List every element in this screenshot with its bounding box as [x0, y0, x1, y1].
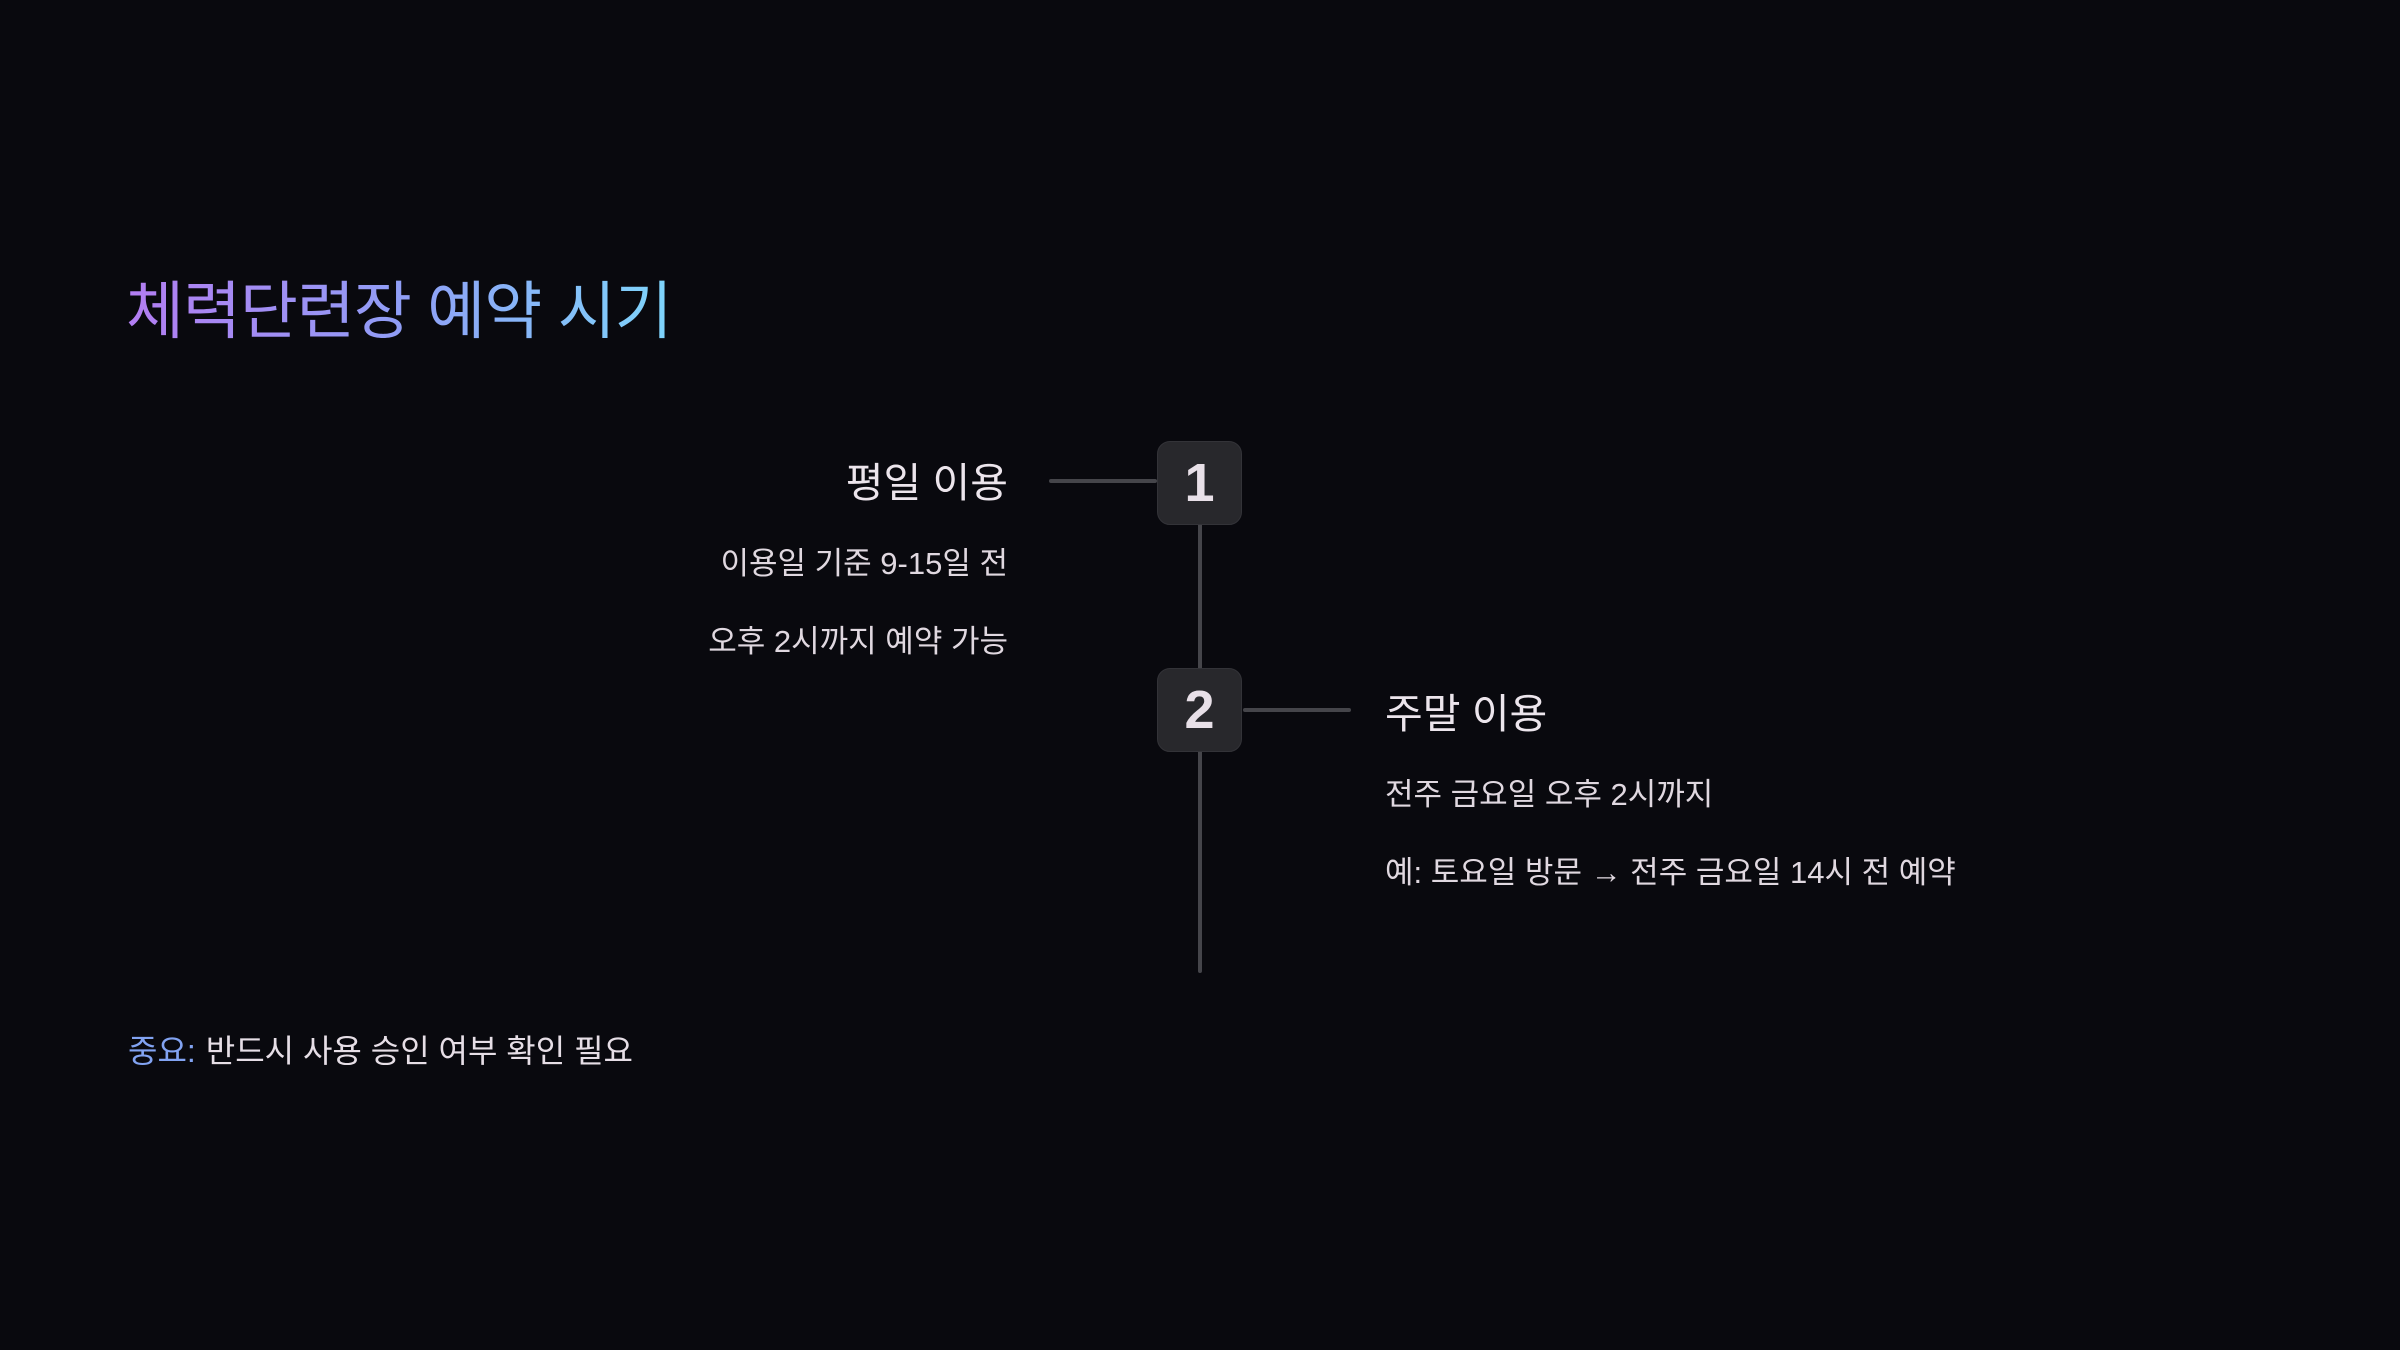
step2-number: 2	[1184, 680, 1215, 740]
step1-text-block: 평일 이용 이용일 기준 9-15일 전 오후 2시까지 예약 가능	[708, 459, 1008, 661]
step1-connector-line	[1049, 479, 1157, 483]
important-note-label: 중요:	[128, 1033, 196, 1069]
step2-title: 주말 이용	[1385, 691, 1548, 737]
step1-number: 1	[1184, 453, 1215, 513]
step1-detail-1: 이용일 기준 9-15일 전	[720, 546, 1008, 581]
important-note: 중요:반드시 사용 승인 여부 확인 필요	[128, 1030, 633, 1072]
step1-detail-2: 오후 2시까지 예약 가능	[708, 624, 1008, 659]
step2-detail-1: 전주 금요일 오후 2시까지	[1385, 777, 1714, 812]
step2-text-block: 주말 이용 전주 금요일 오후 2시까지 예: 토요일 방문 → 전주 금요일 …	[1385, 690, 1956, 892]
page-title: 체력단련장 예약 시기	[126, 274, 673, 351]
step2-number-badge: 2	[1157, 668, 1242, 752]
step2-detail-2: 예: 토요일 방문 → 전주 금요일 14시 전 예약	[1385, 855, 1956, 890]
important-note-text: 반드시 사용 승인 여부 확인 필요	[205, 1033, 633, 1069]
step1-title: 평일 이용	[845, 460, 1008, 506]
step2-connector-line	[1243, 708, 1351, 712]
step1-number-badge: 1	[1157, 441, 1242, 525]
